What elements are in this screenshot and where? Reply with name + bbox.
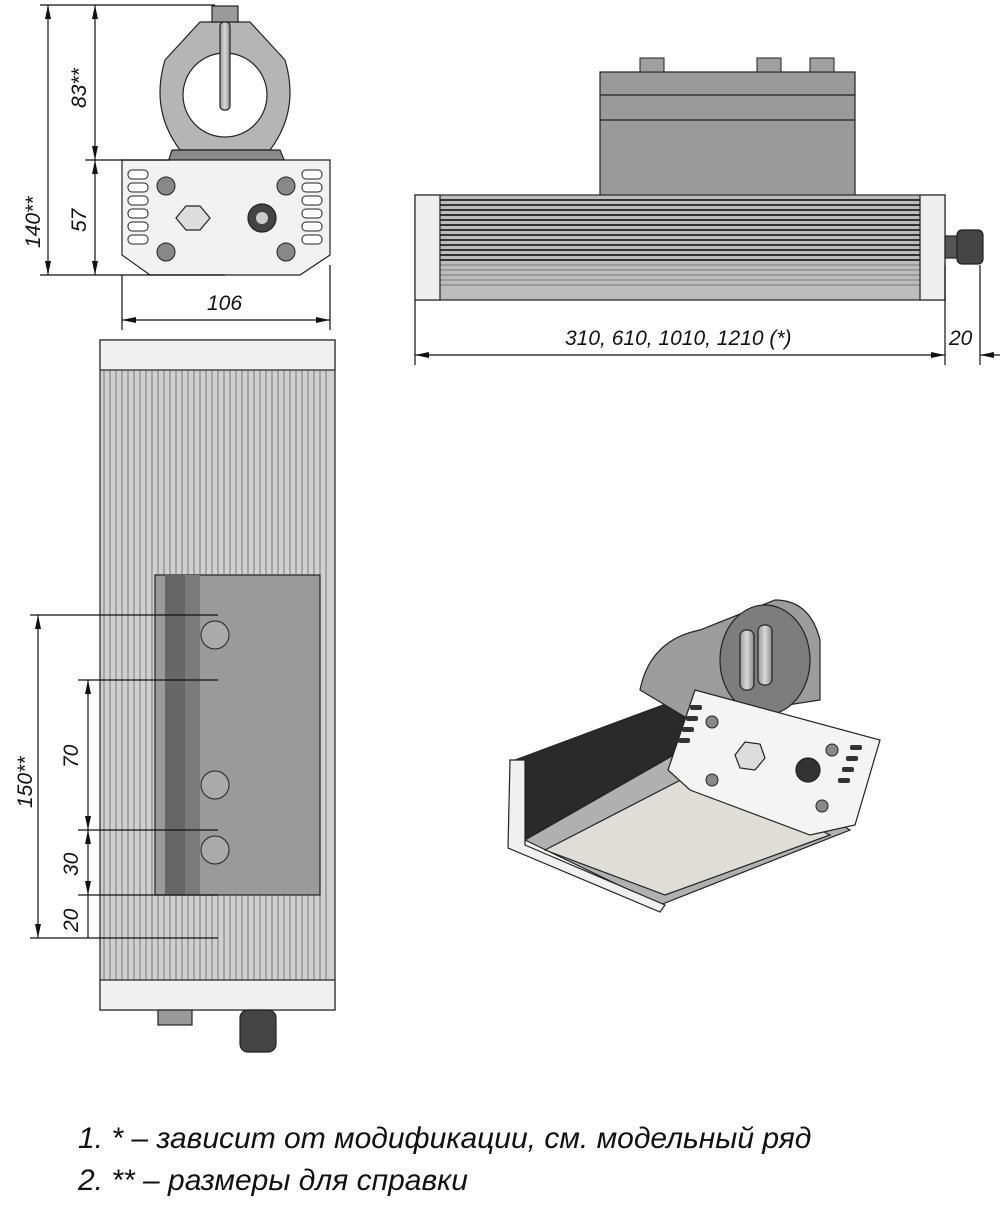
dim-70: 70 — [60, 744, 83, 768]
dim-83: 83** — [68, 67, 91, 108]
dim-106: 106 — [207, 292, 242, 315]
dim-30: 30 — [60, 852, 83, 876]
dim-150: 150** — [14, 756, 37, 808]
note-1: 1. * – зависит от модификации, см. модел… — [78, 1122, 811, 1155]
note-2: 2. ** – размеры для справки — [77, 1164, 468, 1197]
side-view: 310, 610, 1010, 1210 (*) 20 — [414, 57, 1000, 365]
cable-gland-icon — [239, 1009, 277, 1053]
isometric-view — [507, 599, 881, 913]
front-view: 83** 57 140** 106 — [22, 4, 331, 330]
hex-nut-icon — [175, 205, 211, 231]
heatsink-fins — [440, 199, 920, 286]
mount-bracket — [159, 5, 291, 163]
bottom-view: 150** 70 30 20 — [14, 339, 336, 1053]
dim-140: 140** — [22, 196, 45, 248]
dim-57: 57 — [68, 207, 91, 232]
end-cap — [414, 194, 441, 301]
end-plate — [667, 689, 881, 836]
dim-20: 20 — [60, 908, 83, 933]
end-cap — [99, 339, 336, 371]
hex-nut-icon — [734, 741, 766, 771]
bolt-icon — [639, 57, 835, 73]
screw-icon — [705, 715, 839, 813]
mount-bracket — [599, 71, 856, 198]
end-cap — [919, 194, 946, 301]
dim-gland: 20 — [948, 327, 973, 350]
cable-gland-icon — [944, 229, 984, 265]
bolt-icon — [200, 620, 230, 865]
bolt-icon — [211, 5, 239, 23]
end-plate — [121, 159, 331, 276]
screw-icon — [156, 176, 296, 262]
cable-gland-icon — [795, 757, 821, 783]
notes: 1. * – зависит от модификации, см. модел… — [77, 1122, 811, 1197]
housing-profile — [414, 194, 946, 301]
end-cap — [99, 979, 336, 1011]
dim-length: 310, 610, 1010, 1210 (*) — [565, 327, 792, 350]
